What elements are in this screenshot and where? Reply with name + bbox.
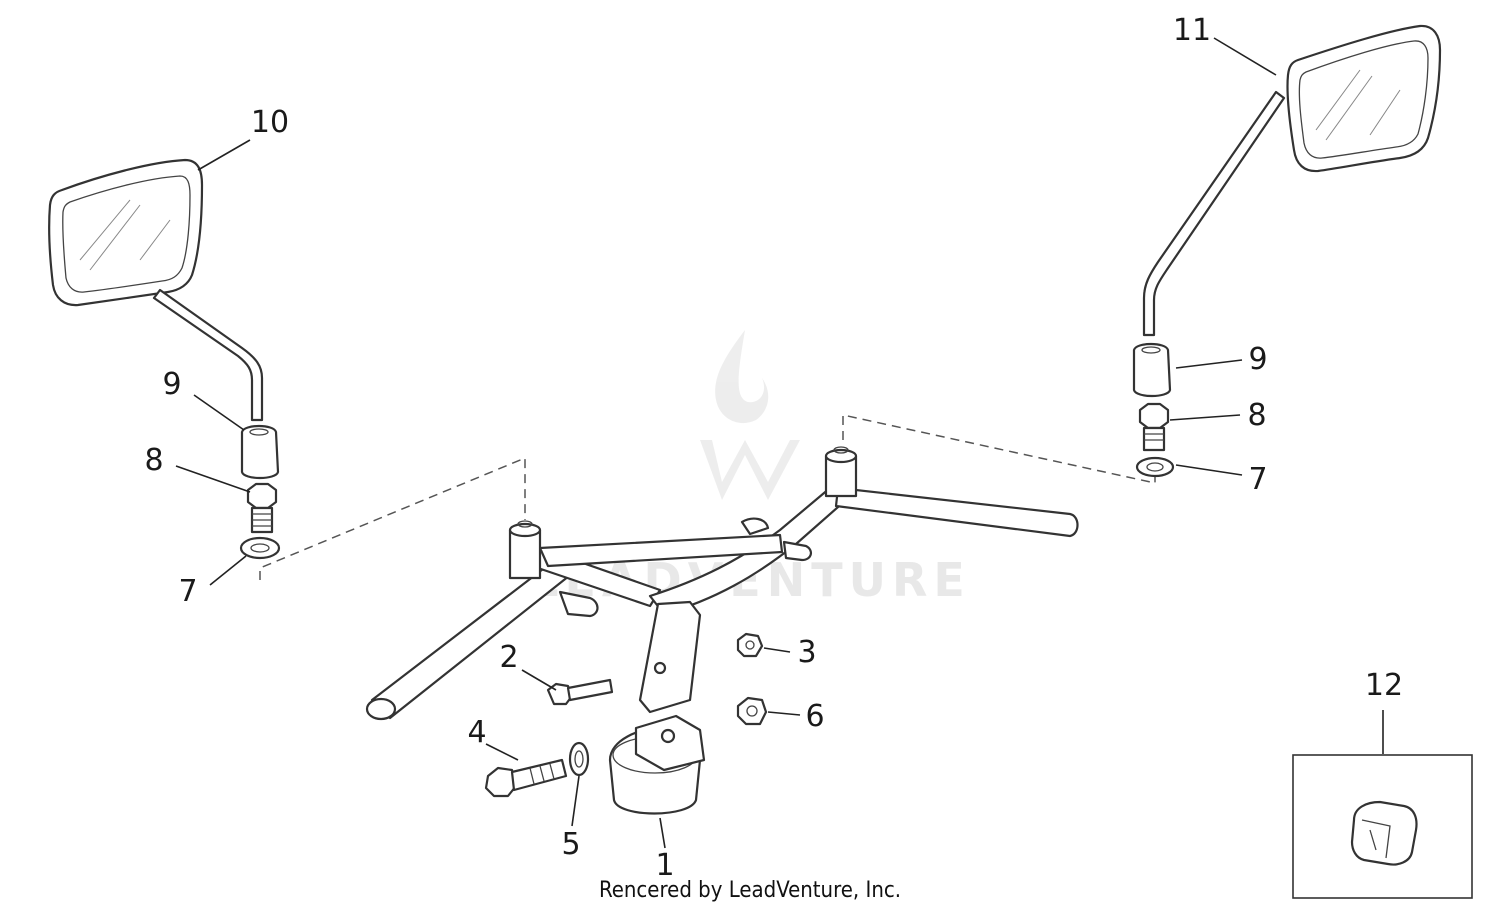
leader-lines [175,37,1384,849]
bolt-2 [546,678,614,706]
callout-10: 10 [251,105,289,140]
callout-11: 11 [1173,13,1211,48]
right-washer [1135,456,1175,478]
callout-6: 6 [805,699,824,734]
left-mirror [48,158,264,422]
left-alignment-line [259,456,526,580]
right-adapter-bolt [1138,402,1170,452]
callout-4: 4 [467,715,486,750]
left-adapter-bolt [246,482,278,534]
render-credit: Rencered by LeadVenture, Inc. [598,878,902,903]
callout-7-right: 7 [1248,462,1267,497]
handlebar-assembly [365,446,1079,815]
left-rubber-cap [240,424,280,480]
right-mirror [1142,24,1442,337]
callout-3: 3 [797,635,816,670]
callout-2: 2 [499,640,518,675]
left-washer [239,536,281,560]
callout-8-right: 8 [1247,398,1266,433]
inset-box [1292,754,1473,899]
right-rubber-cap [1132,342,1172,398]
callout-7-left: 7 [178,574,197,609]
callout-9-left: 9 [162,367,181,402]
callout-1: 1 [655,848,674,883]
nut-6 [736,696,768,726]
callout-labels: 1 2 3 4 5 6 7 7 8 8 9 9 10 11 12 [144,13,1403,883]
washer-5 [568,741,590,777]
callout-8-left: 8 [144,443,163,478]
callout-5: 5 [561,827,580,862]
callout-9-right: 9 [1248,342,1267,377]
nut-3 [736,632,764,658]
bolt-4 [484,758,568,798]
callout-12: 12 [1365,668,1403,703]
right-alignment-line [842,414,1156,484]
